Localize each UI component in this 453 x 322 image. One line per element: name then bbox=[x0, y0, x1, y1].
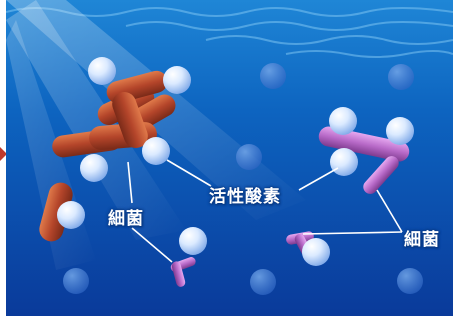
bacteria-cluster-left bbox=[39, 70, 176, 242]
leader-lines bbox=[127, 159, 403, 263]
underwater-scene: 細菌 活性酸素 細菌 bbox=[6, 0, 453, 316]
background-bubbles bbox=[63, 63, 423, 295]
bacteria-cluster-right bbox=[170, 126, 410, 287]
bacteria-label-right: 細菌 bbox=[404, 230, 440, 250]
bacteria-label-left: 細菌 bbox=[108, 209, 144, 229]
pointer-arrow-icon bbox=[0, 147, 7, 161]
scene-graphic bbox=[6, 0, 453, 316]
active-oxygen-label: 活性酸素 bbox=[209, 187, 281, 207]
